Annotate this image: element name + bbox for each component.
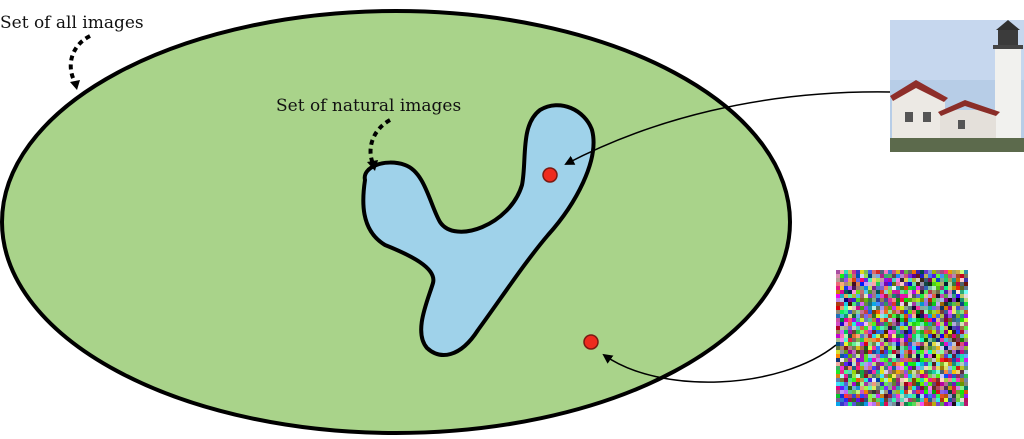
noise-image-point [583, 334, 599, 350]
natural-images-label: Set of natural images [276, 96, 462, 116]
arrow-noise-example [602, 344, 837, 383]
all-images-pointer-head [70, 80, 80, 90]
natural-image-point [542, 167, 558, 183]
all-images-pointer [68, 34, 92, 86]
natural-images-region [361, 103, 596, 357]
all-images-label: Set of all images [0, 13, 144, 33]
natural-images-pointer-head [367, 160, 378, 171]
lighthouse-photo-icon [890, 20, 1024, 152]
arrow-natural-example [564, 91, 891, 165]
random-noise-image-icon [836, 270, 968, 406]
